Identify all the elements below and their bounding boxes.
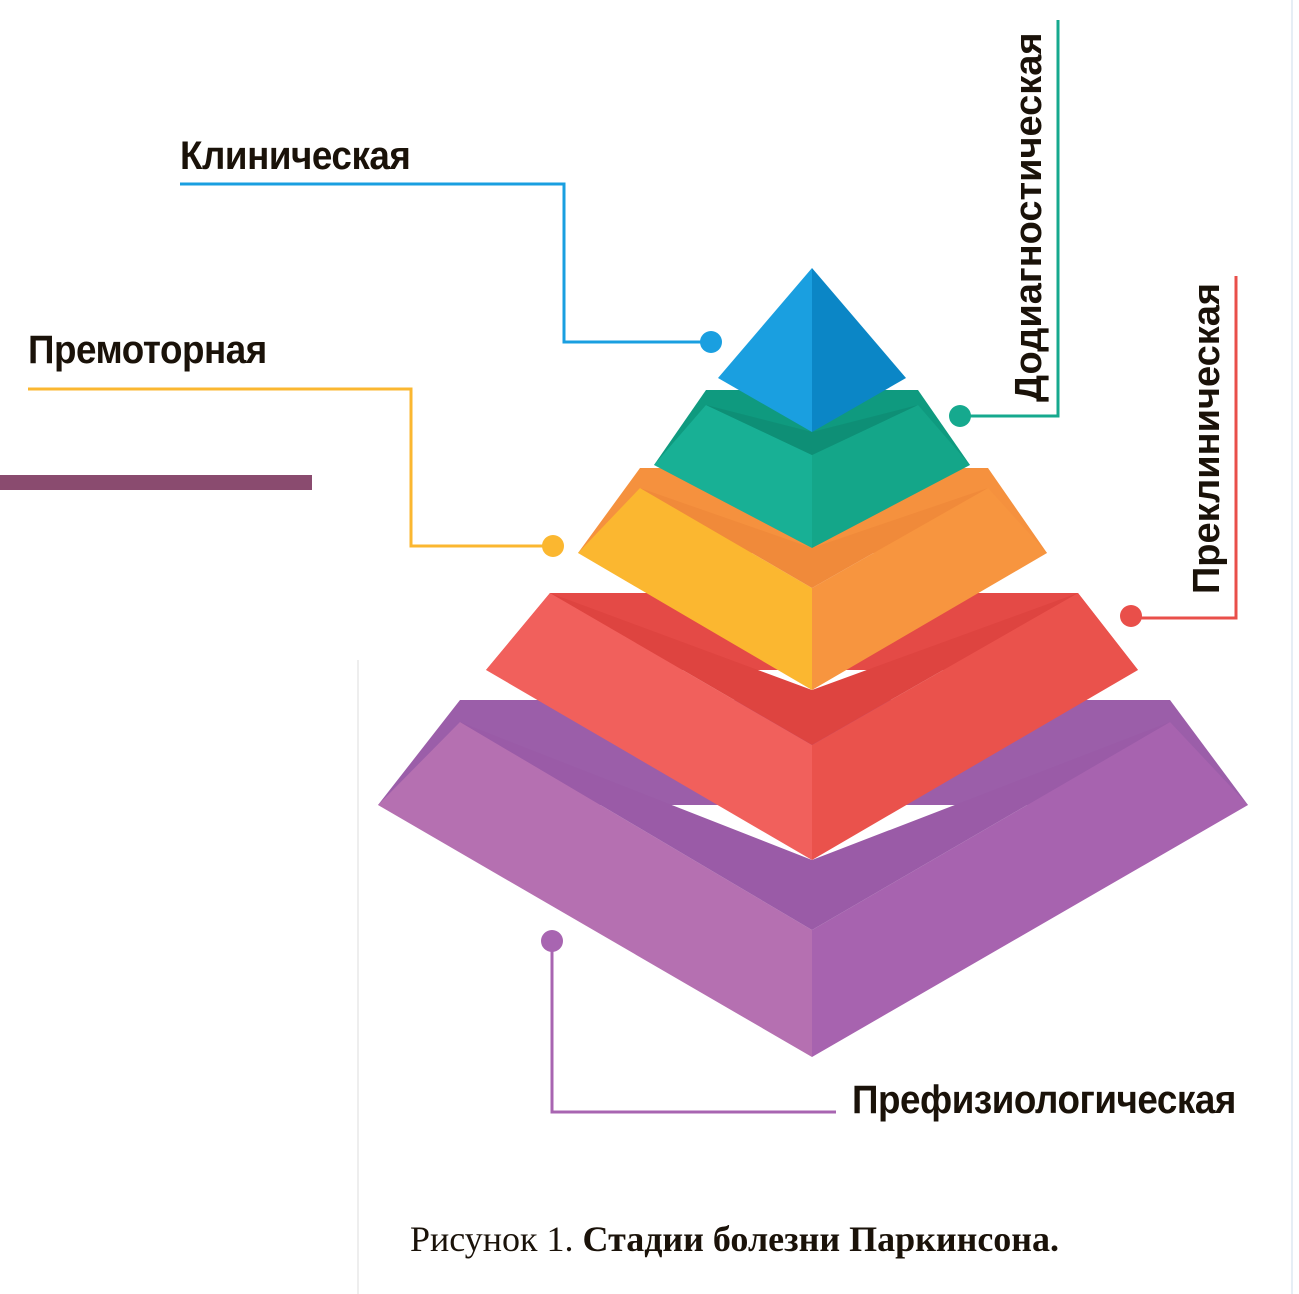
connector-clinical xyxy=(180,182,722,353)
pyramid-tier-prediagnostic xyxy=(654,390,970,548)
marker-dot xyxy=(1120,605,1142,627)
label-clinical: Клиническая xyxy=(180,134,411,178)
connector-premotor xyxy=(28,387,564,557)
label-prediagnostic: Додиагностическая xyxy=(1008,32,1050,402)
label-prephysiological: Префизиологическая xyxy=(852,1078,1236,1122)
marker-dot xyxy=(542,535,564,557)
marker-dot xyxy=(541,930,563,952)
pyramid-tier-clinical xyxy=(718,268,906,432)
label-preclinical: Преклиническая xyxy=(1186,282,1228,594)
accent-bar xyxy=(0,475,312,490)
connector-preclinical xyxy=(1120,276,1238,627)
marker-dot xyxy=(700,331,722,353)
connector-prediagnostic xyxy=(949,20,1060,427)
marker-dot xyxy=(949,405,971,427)
figure-caption: Рисунок 1. Стадии болезни Паркинсона. xyxy=(410,1218,1059,1260)
caption-prefix: Рисунок 1. xyxy=(410,1219,574,1259)
label-premotor: Премоторная xyxy=(28,328,267,372)
pyramid-tier-preclinical xyxy=(486,593,1138,860)
caption-title: Стадии болезни Паркинсона. xyxy=(582,1219,1060,1259)
connector-prephysiological xyxy=(541,930,836,1114)
